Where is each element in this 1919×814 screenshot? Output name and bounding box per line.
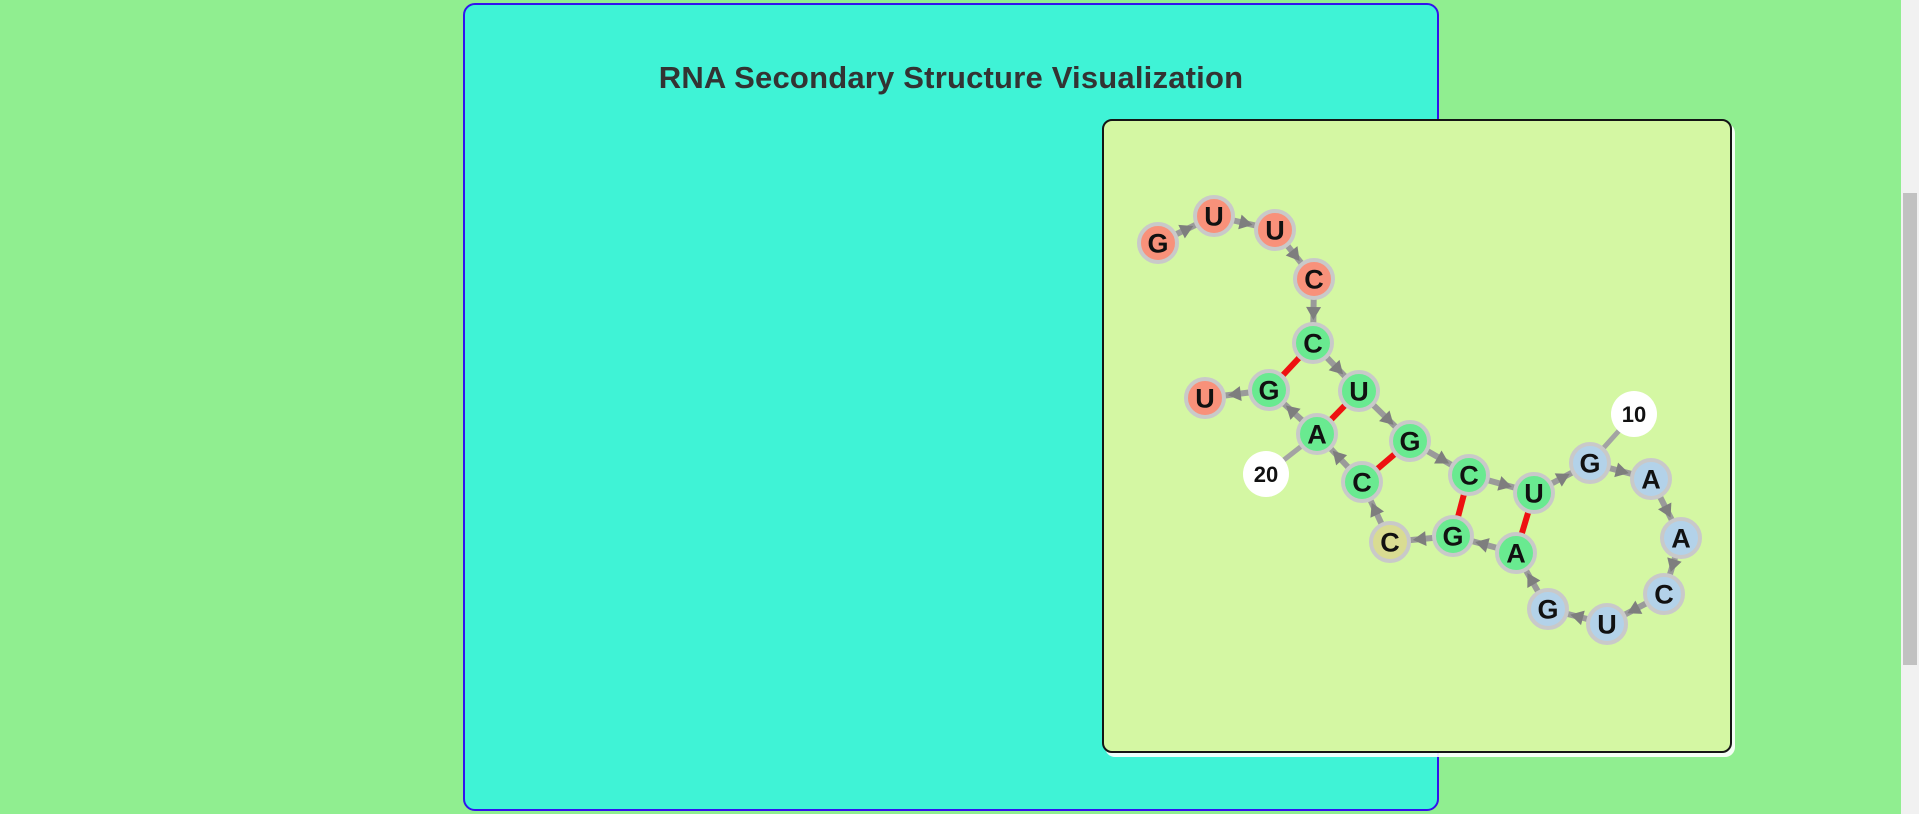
nucleotide-letter: C — [1459, 461, 1479, 491]
nucleotide-node-G-1[interactable] — [1137, 222, 1179, 264]
nucleotide-letter: A — [1307, 420, 1327, 450]
position-label-text: 10 — [1622, 402, 1646, 427]
backbone-arrowhead-icon — [1238, 214, 1253, 230]
nucleotide-node-U-14[interactable] — [1586, 603, 1628, 645]
nucleotide-node-C-4[interactable] — [1293, 258, 1335, 300]
nucleotide-letter: G — [1442, 522, 1463, 552]
backbone-arrowhead-icon — [1328, 359, 1344, 375]
backbone-arrowhead-icon — [1332, 450, 1348, 466]
backbone-arrowhead-icon — [1667, 557, 1682, 572]
nucleotide-node-C-5[interactable] — [1292, 322, 1334, 364]
backbone-arrowhead-icon — [1379, 410, 1394, 425]
backbone-arrowhead-icon — [1627, 600, 1643, 614]
nucleotide-node-C-18[interactable] — [1369, 521, 1411, 563]
nucleotide-node-A-12[interactable] — [1660, 517, 1702, 559]
nucleotide-letter: C — [1380, 528, 1400, 558]
nucleotide-letter: G — [1258, 376, 1279, 406]
nucleotide-node-U-6[interactable] — [1338, 370, 1380, 412]
backbone-arrowhead-icon — [1475, 538, 1490, 553]
nucleotide-node-G-17[interactable] — [1432, 515, 1474, 557]
nucleotide-node-G-15[interactable] — [1527, 588, 1569, 630]
nucleotide-node-G-7[interactable] — [1389, 420, 1431, 462]
nucleotide-letter: A — [1641, 465, 1661, 495]
position-label-circle — [1243, 451, 1289, 497]
scrollbar-track — [1901, 0, 1919, 814]
nucleotide-letter: C — [1352, 468, 1372, 498]
backbone-arrowhead-icon — [1285, 405, 1301, 420]
nucleotide-letter: A — [1671, 524, 1691, 554]
nucleotide-node-U-22[interactable] — [1184, 377, 1226, 419]
nucleotide-letter: G — [1537, 595, 1558, 625]
backbone-arrowhead-icon — [1497, 476, 1512, 491]
nucleotide-node-C-13[interactable] — [1643, 573, 1685, 615]
nucleotide-node-A-16[interactable] — [1495, 532, 1537, 574]
nucleotide-letter: U — [1349, 377, 1369, 407]
nucleotide-node-G-21[interactable] — [1248, 369, 1290, 411]
backbone-arrowhead-icon — [1412, 531, 1427, 547]
nucleotide-letter: C — [1303, 329, 1323, 359]
nucleotide-letter: U — [1597, 610, 1617, 640]
scrollbar-thumb[interactable] — [1903, 193, 1917, 665]
nucleotide-node-U-9[interactable] — [1513, 472, 1555, 514]
backbone-arrowhead-icon — [1570, 610, 1585, 626]
nucleotide-letter: C — [1304, 265, 1324, 295]
backbone-arrowhead-icon — [1434, 450, 1450, 464]
backbone-arrowhead-icon — [1657, 502, 1672, 518]
nucleotide-letter: A — [1506, 539, 1526, 569]
nucleotide-node-U-2[interactable] — [1193, 195, 1235, 237]
backbone-arrowhead-icon — [1370, 502, 1385, 518]
backbone-arrowhead-icon — [1285, 246, 1300, 262]
backbone-arrowhead-icon — [1178, 224, 1194, 239]
nucleotide-letter: C — [1654, 580, 1674, 610]
nucleotide-letter: G — [1399, 427, 1420, 457]
nucleotide-node-C-19[interactable] — [1341, 461, 1383, 503]
position-label-circle — [1611, 391, 1657, 437]
nucleotide-letter: U — [1204, 202, 1224, 232]
nucleotide-letter: U — [1195, 384, 1215, 414]
backbone-arrowhead-icon — [1554, 473, 1570, 487]
nucleotide-node-A-11[interactable] — [1630, 458, 1672, 500]
nucleotide-letter: U — [1524, 479, 1544, 509]
nucleotide-node-C-8[interactable] — [1448, 454, 1490, 496]
backbone-arrowhead-icon — [1614, 462, 1629, 478]
page-title: RNA Secondary Structure Visualization — [658, 60, 1244, 95]
nucleotide-letter: U — [1265, 216, 1285, 246]
nucleotide-letter: G — [1579, 449, 1600, 479]
nucleotide-node-U-3[interactable] — [1254, 209, 1296, 251]
backbone-arrowhead-icon — [1227, 386, 1242, 401]
backbone-arrowhead-icon — [1306, 306, 1322, 321]
nucleotide-node-A-20[interactable] — [1296, 413, 1338, 455]
backbone-arrowhead-icon — [1527, 572, 1541, 588]
nucleotide-node-G-10[interactable] — [1569, 442, 1611, 484]
position-label-text: 20 — [1254, 462, 1278, 487]
nucleotide-letter: G — [1147, 229, 1168, 259]
